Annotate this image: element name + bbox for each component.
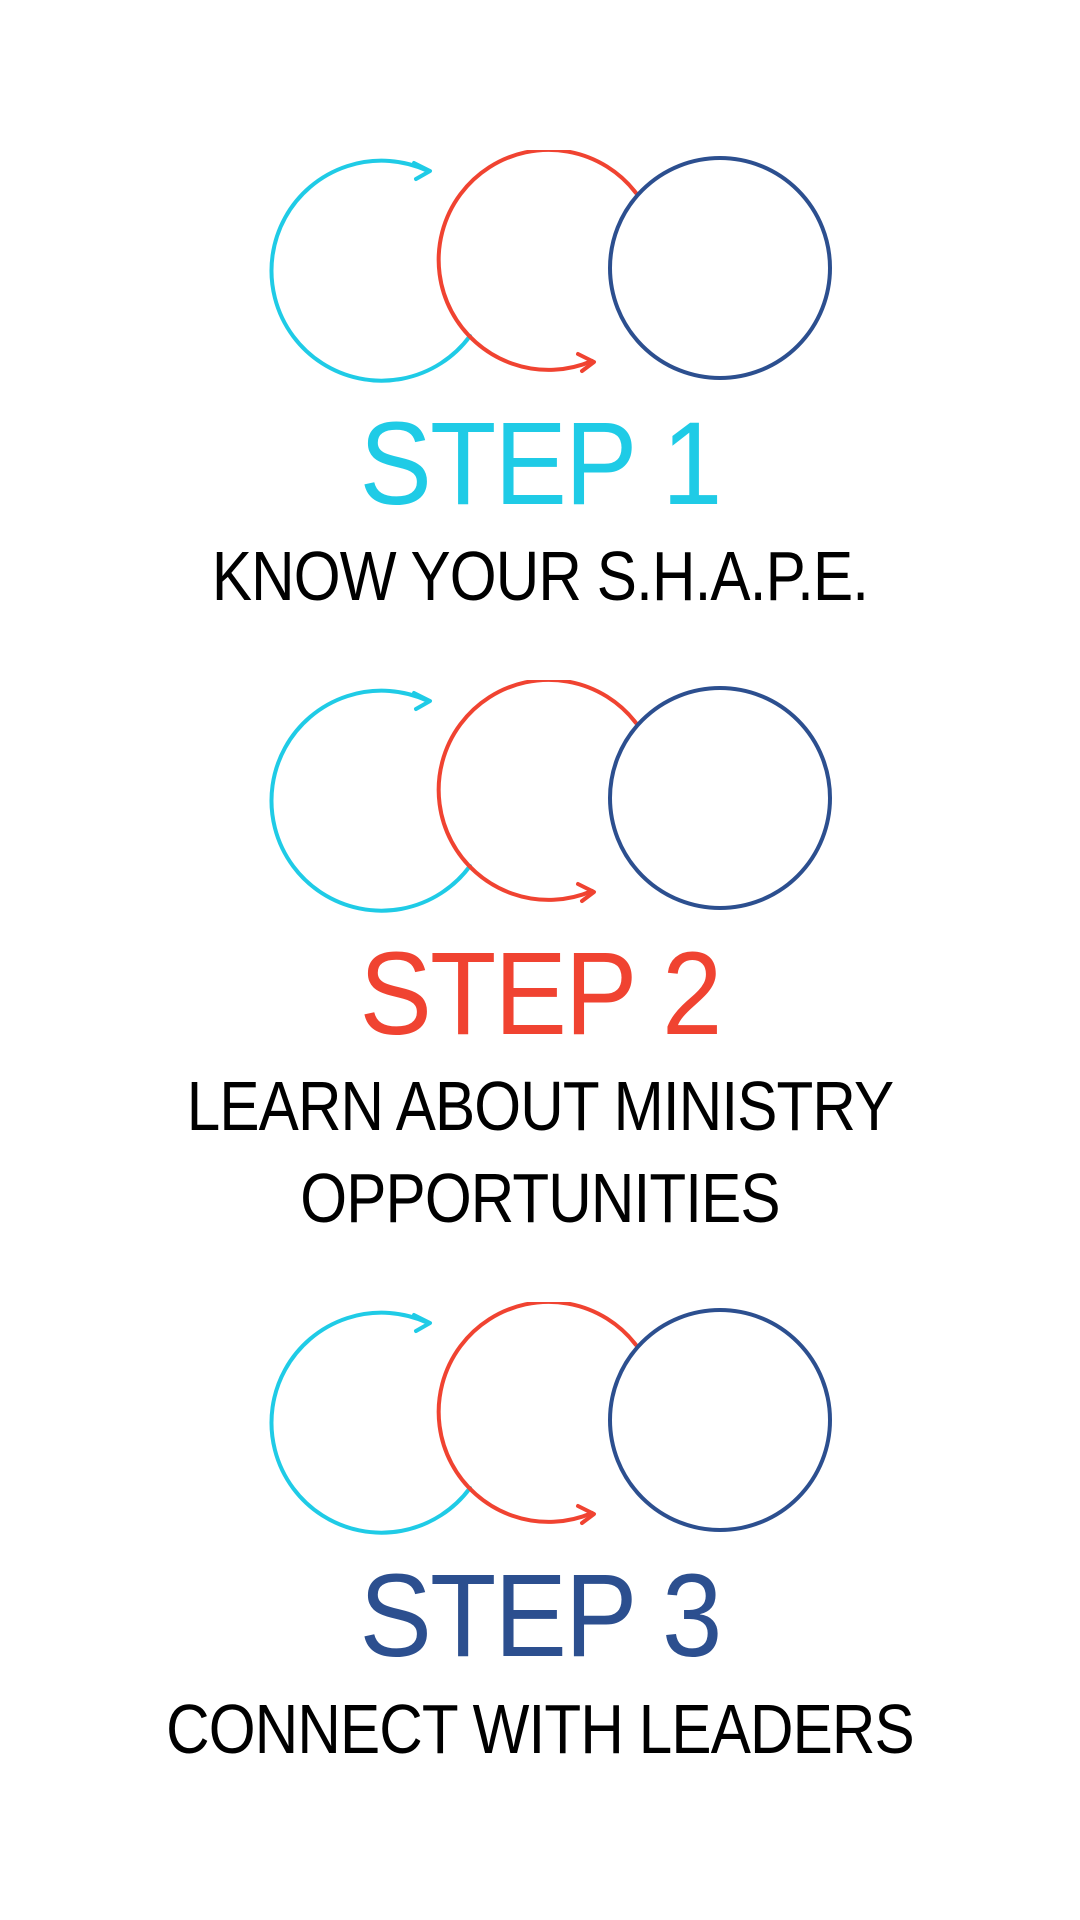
red-arrowhead (576, 1504, 596, 1525)
red-arc (436, 680, 638, 902)
red-arrowhead (576, 352, 596, 373)
red-arrowhead (576, 882, 596, 903)
cyan-arrowhead (412, 1313, 432, 1333)
navy-circle (608, 686, 832, 910)
step-3-description-line: CONNECT WITH LEADERS (166, 1690, 915, 1768)
cyan-arc (269, 688, 472, 913)
step-3-description: CONNECT WITH LEADERS (76, 1683, 1005, 1775)
step-1-title: STEP 1 (359, 398, 722, 530)
red-arc (436, 150, 638, 372)
step-1-circles-graphic (269, 150, 832, 383)
cyan-arrowhead (412, 161, 432, 181)
step-2-description-line-2: OPPORTUNITIES (300, 1159, 780, 1237)
cyan-arc (269, 158, 472, 383)
step-2-title: STEP 2 (359, 928, 722, 1060)
cyan-arrowhead (412, 691, 432, 711)
step-2-circles-graphic (269, 680, 832, 913)
step-1-description: KNOW YOUR S.H.A.P.E. (76, 530, 1005, 622)
step-3-circles-graphic (269, 1302, 832, 1535)
navy-circle (608, 156, 832, 380)
step-3-title: STEP 3 (359, 1550, 722, 1682)
navy-circle (608, 1308, 832, 1532)
cyan-arc (269, 1310, 472, 1535)
step-1-description-line: KNOW YOUR S.H.A.P.E. (211, 537, 869, 615)
step-2-description: LEARN ABOUT MINISTRY OPPORTUNITIES (76, 1060, 1005, 1244)
red-arc (436, 1302, 638, 1524)
step-2-description-line-1: LEARN ABOUT MINISTRY (186, 1067, 894, 1145)
